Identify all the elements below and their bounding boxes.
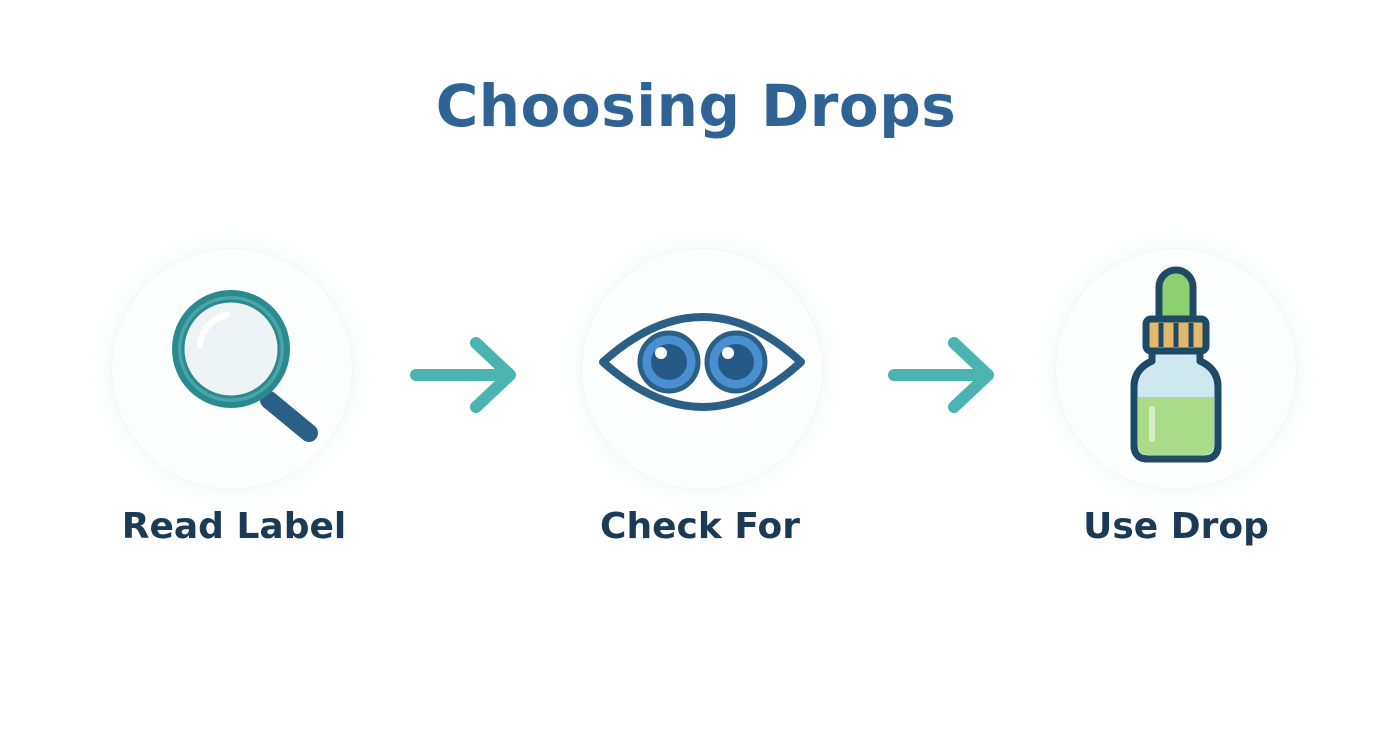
step-use-drop — [1056, 249, 1296, 489]
arrow-right-icon — [888, 337, 994, 413]
step-check-for — [582, 249, 822, 489]
step-label-check-for: Check For — [600, 506, 800, 547]
step-label-use-drop: Use Drop — [1083, 506, 1269, 547]
dropper-bottle-icon — [1130, 266, 1222, 463]
step-label-read-label: Read Label — [121, 506, 347, 547]
magnifying-glass-icon — [172, 290, 318, 442]
arrow-right-icon — [410, 337, 516, 413]
step-read-label — [112, 249, 352, 489]
diagram-title: Choosing Drops — [435, 72, 957, 140]
eyes-icon — [599, 313, 805, 411]
